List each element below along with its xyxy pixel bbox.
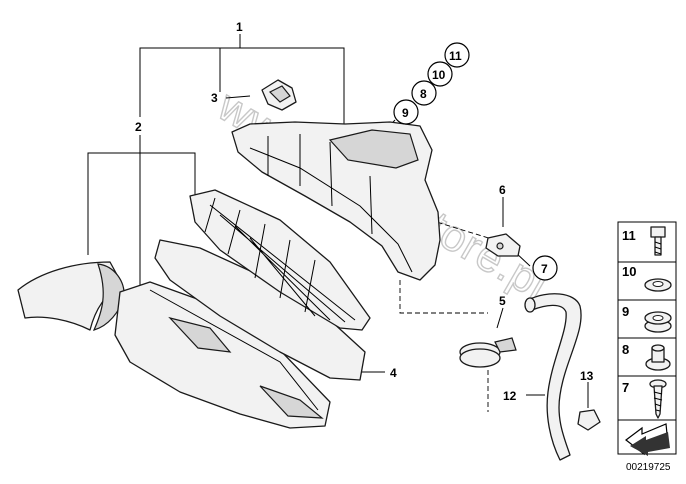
callout-3: 3 <box>211 91 218 105</box>
intake-duct <box>17 261 125 331</box>
circled-callout-8: 8 <box>420 87 427 101</box>
direction-arrow-icon <box>625 423 670 456</box>
callout-5: 5 <box>499 294 506 308</box>
parts-sidebar: 11 10 9 8 <box>617 221 677 456</box>
callout-4: 4 <box>390 366 397 380</box>
filter-grid <box>189 189 371 331</box>
circled-callout-9: 9 <box>402 106 409 120</box>
sidebar-label-7: 7 <box>622 380 629 395</box>
bolt-icon <box>650 226 666 256</box>
filter-housing-lower <box>114 281 331 429</box>
circled-callout-11: 11 <box>449 49 462 63</box>
sidebar-item-11: 11 <box>622 226 666 256</box>
connector-clip <box>261 79 297 111</box>
sidebar-item-9: 9 <box>622 304 672 333</box>
hose-clamp <box>459 337 517 368</box>
sidebar-item-10: 10 <box>622 264 672 292</box>
rubber-mount-icon <box>645 344 671 371</box>
sidebar-item-7: 7 <box>622 379 667 419</box>
circled-callouts: 11 10 8 9 7 <box>393 42 558 281</box>
callout-12: 12 <box>503 389 517 403</box>
assembly-brackets <box>87 34 345 290</box>
sidebar-item-8: 8 <box>622 342 671 371</box>
vent-hose <box>524 293 582 461</box>
callout-1: 1 <box>236 20 243 34</box>
callout-6: 6 <box>499 183 506 197</box>
grommet-icon <box>644 311 672 333</box>
screw-icon <box>649 379 667 419</box>
callout-labels: 1 2 3 4 5 6 12 13 <box>135 20 594 403</box>
circled-callout-7: 7 <box>541 262 548 276</box>
sidebar-label-9: 9 <box>622 304 629 319</box>
mount-bracket <box>485 233 521 257</box>
circled-callout-10: 10 <box>432 68 446 82</box>
alignment-lines <box>399 219 496 412</box>
document-number: 00219725 <box>626 462 671 473</box>
callout-13: 13 <box>580 369 594 383</box>
filter-housing-upper <box>231 121 441 281</box>
sidebar-label-10: 10 <box>622 264 636 279</box>
sidebar-label-11: 11 <box>622 228 636 243</box>
washer-icon <box>644 278 672 292</box>
hose-clip <box>577 409 601 431</box>
callout-2: 2 <box>135 120 142 134</box>
sidebar-label-8: 8 <box>622 342 629 357</box>
